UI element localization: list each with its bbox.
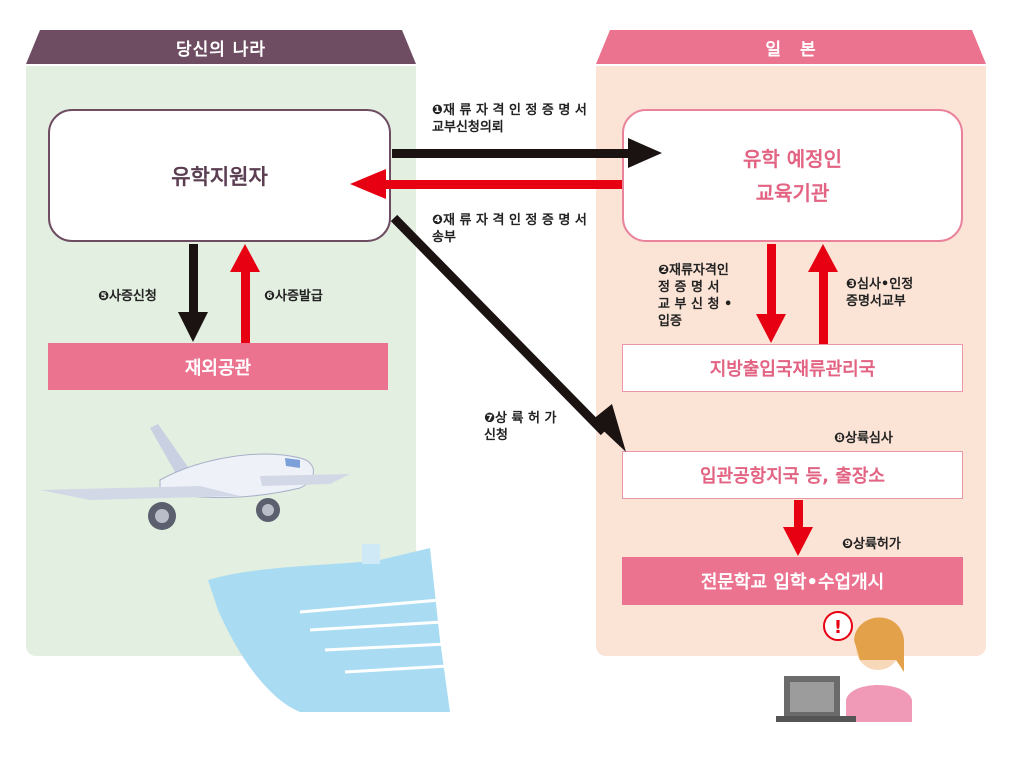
- step-5-label: ❺사증신청: [98, 289, 157, 304]
- applicant-box: 유학지원자: [48, 109, 391, 242]
- step-7-label: ❼상 륙 허 가 신청: [484, 411, 557, 443]
- applicant-label: 유학지원자: [171, 164, 268, 189]
- embassy-box: 재외공관: [48, 343, 388, 390]
- arrow-request: [392, 138, 662, 168]
- school-label-line2: 교육기관: [755, 180, 830, 205]
- arrow-landing-permit: [783, 500, 813, 556]
- airport-box: 입관공항지국 등, 출장소: [622, 451, 963, 499]
- step-4-label: ❹재 류 자 격 인 정 증 명 서 송부: [432, 213, 587, 245]
- home-country-header: 당신의 나라: [26, 30, 416, 64]
- arrow-review-issue: [808, 244, 838, 344]
- arrow-landing-application: [390, 214, 626, 452]
- arrow-send-certificate: [350, 169, 622, 199]
- ship-illustration: [208, 544, 450, 712]
- school-start-box: 전문학교 입학•수업개시: [622, 557, 963, 605]
- embassy-label: 재외공관: [184, 357, 252, 379]
- svg-text:!: !: [834, 617, 842, 638]
- immigration-bureau-label: 지방출입국재류관리국: [709, 359, 876, 380]
- step-3-label: ❸심사•인정 증명서교부: [846, 277, 914, 309]
- airplane-illustration: [40, 424, 350, 530]
- immigration-bureau-box: 지방출입국재류관리국: [622, 344, 963, 392]
- school-label-line1: 유학 예정인: [743, 146, 842, 171]
- school-start-label: 전문학교 입학•수업개시: [700, 572, 885, 593]
- step-8-label: ❽상륙심사: [834, 431, 893, 446]
- step-9-label: ❾상륙허가: [842, 537, 901, 552]
- school-box: 유학 예정인 교육기관: [622, 109, 963, 242]
- step-6-label: ❻사증발급: [264, 289, 323, 304]
- student-illustration: !: [776, 611, 912, 722]
- step-2-label: ❷재류자격인 정 증 명 서 교 부 신 청 • 입증: [658, 263, 733, 329]
- arrow-visa-application: [178, 244, 208, 342]
- airport-label: 입관공항지국 등, 출장소: [700, 466, 885, 487]
- japan-header: 일 본: [596, 30, 986, 64]
- step-1-label: ❶재 류 자 격 인 정 증 명 서 교부신청의뢰: [432, 103, 587, 135]
- arrow-application-submission: [756, 244, 786, 343]
- arrow-visa-issue: [230, 244, 260, 343]
